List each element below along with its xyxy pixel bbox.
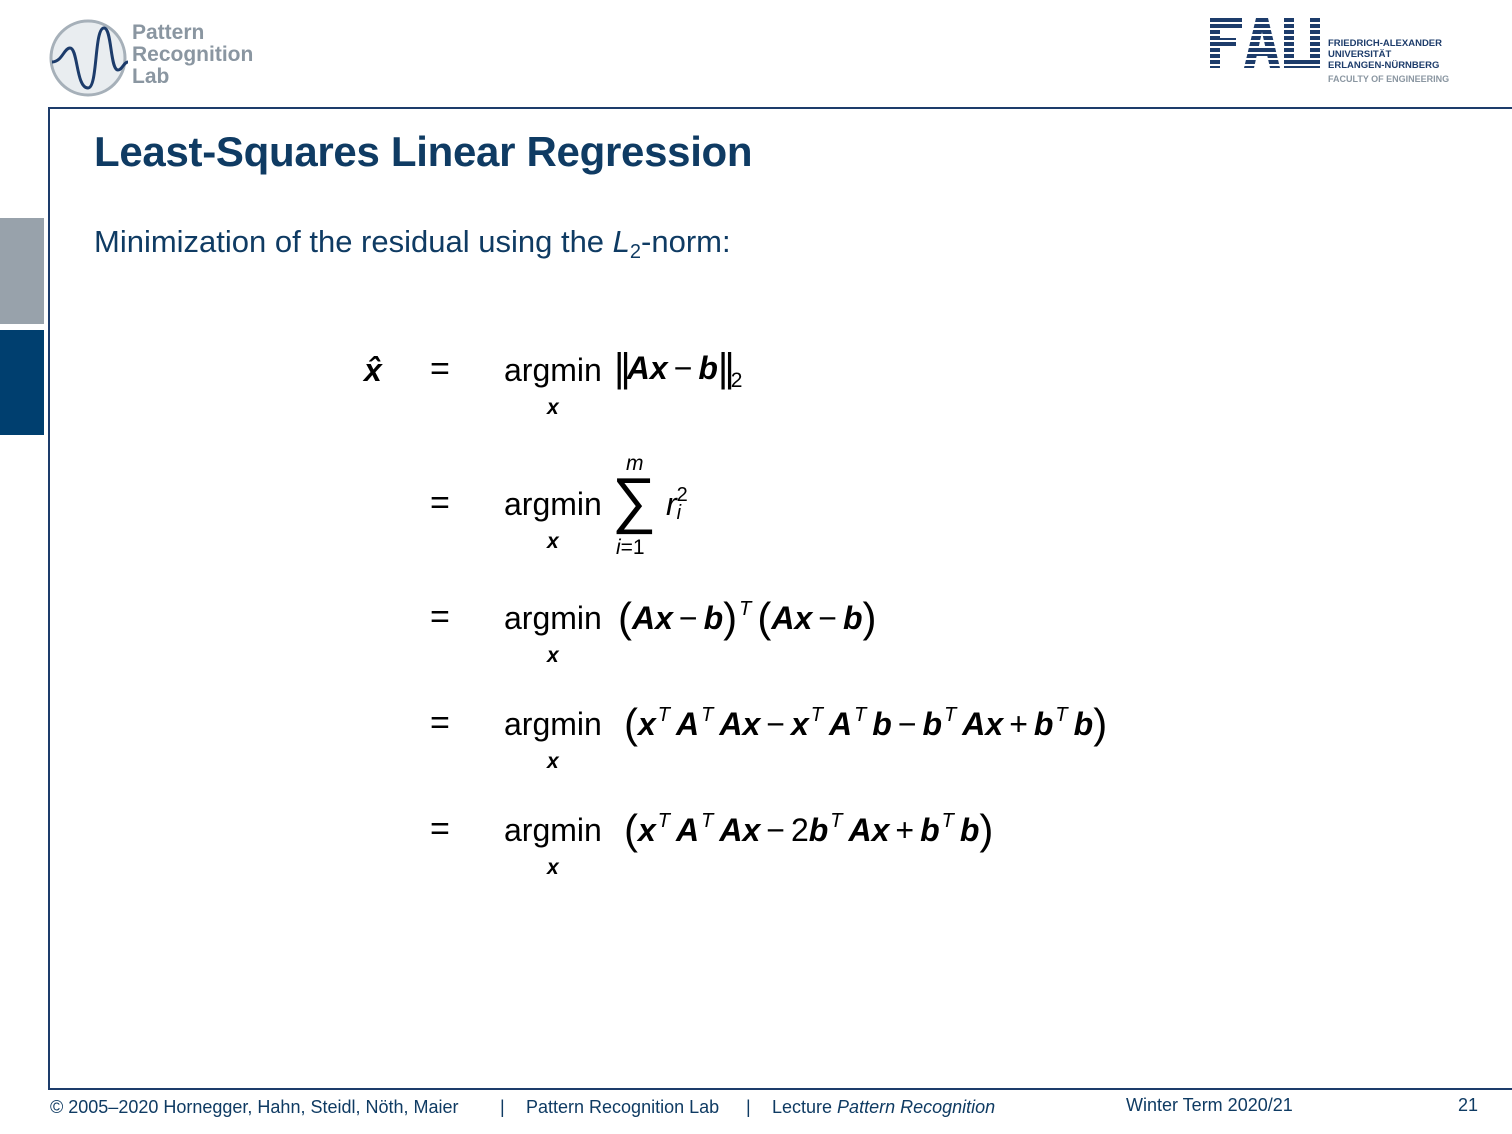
footer-lecture-prefix: Lecture: [772, 1097, 838, 1117]
sum-sign: ∑: [612, 466, 657, 535]
argmin-sub-1: x: [547, 396, 559, 419]
footer-copyright: © 2005–2020 Hornegger, Hahn, Steidl, Nöt…: [50, 1097, 459, 1117]
fau-faculty: FACULTY OF ENGINEERING: [1328, 74, 1450, 84]
lhs-xhat: x̂: [364, 352, 382, 388]
frame-bottom-rule: [48, 1088, 1512, 1090]
equals-2: =: [430, 484, 450, 522]
fau-university-line-2: UNIVERSITÄT: [1328, 49, 1392, 60]
fau-university-line-1: FRIEDRICH-ALEXANDER: [1328, 38, 1442, 49]
lab-logo-line-1: Pattern: [132, 21, 205, 44]
sum-upper: m: [626, 452, 644, 475]
argmin-2: argmin: [504, 486, 602, 522]
lab-wave-icon: [49, 19, 129, 97]
slide-title: Least-Squares Linear Regression: [94, 128, 753, 175]
fau-logo: FRIEDRICH-ALEXANDER UNIVERSITÄT ERLANGEN…: [1210, 18, 1470, 90]
footer-separator-2: |: [746, 1097, 751, 1117]
footer-lecture: Lecture Pattern Recognition: [772, 1097, 995, 1118]
side-marker-grey: [0, 218, 44, 324]
argmin-3: argmin: [504, 600, 602, 636]
footer-lecture-name: Pattern Recognition: [837, 1097, 996, 1117]
lab-logo-line-2: Recognition: [132, 43, 254, 66]
argmin-sub-3: x: [547, 644, 559, 667]
argmin-sub-2: x: [547, 530, 559, 553]
sum-lower: i=1: [616, 536, 645, 559]
footer-lab: Pattern Recognition Lab: [526, 1097, 720, 1117]
footer-term: Winter Term 2020/21: [1126, 1095, 1293, 1115]
slide-intro: Minimization of the residual using the L…: [94, 224, 731, 264]
equals-3: =: [430, 598, 450, 636]
equals-4: =: [430, 704, 450, 742]
intro-suffix: -norm:: [641, 224, 731, 259]
lab-logo-line-3: Lab: [132, 65, 170, 88]
argmin-4: argmin: [504, 706, 602, 742]
argmin-1: argmin: [504, 352, 602, 388]
intro-symbol: L: [612, 224, 630, 259]
argmin-sub-4: x: [547, 750, 559, 773]
pattern-recognition-lab-logo: Pattern Recognition Lab: [48, 18, 278, 100]
argmin-sub-5: x: [547, 856, 559, 879]
frame-left-rule: [48, 107, 50, 1090]
expr-3: (Ax−b)T(Ax−b): [618, 594, 877, 641]
equals-5: =: [430, 810, 450, 848]
argmin-5: argmin: [504, 812, 602, 848]
sum-lower-rest: =1: [620, 536, 645, 559]
fau-university-line-3: ERLANGEN-NÜRNBERG: [1328, 60, 1440, 71]
equals-1: =: [430, 350, 450, 388]
fau-letters-icon: [1210, 18, 1320, 68]
side-marker-blue: [0, 330, 44, 435]
footer-page-number: 21: [1458, 1095, 1479, 1115]
footer-separator-1: |: [500, 1097, 505, 1117]
expr-1: ||Ax−b||2: [614, 346, 743, 392]
intro-prefix: Minimization of the residual using the: [94, 224, 613, 259]
intro-subscript: 2: [629, 241, 642, 263]
frame-top-rule: [48, 107, 1512, 109]
